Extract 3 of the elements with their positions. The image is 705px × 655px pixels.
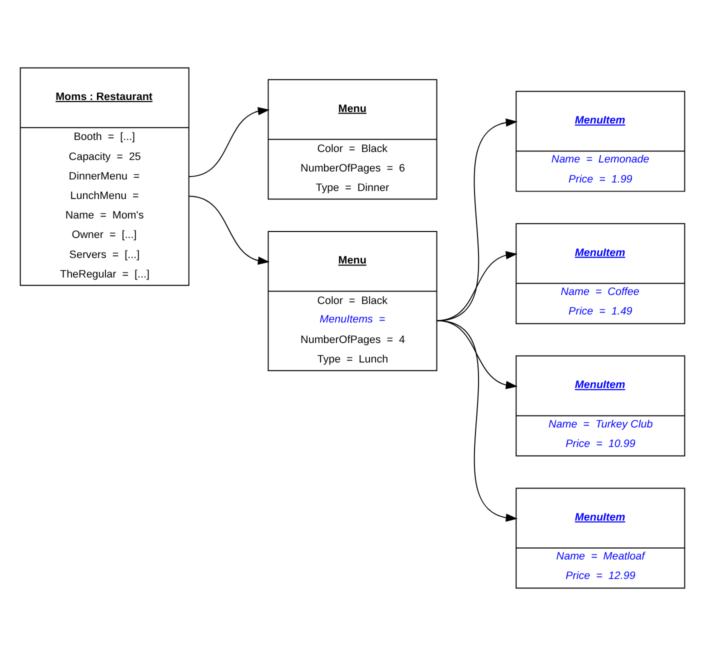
arrow: [188, 106, 270, 177]
arrow: [188, 195, 270, 264]
arrow: [436, 320, 518, 522]
